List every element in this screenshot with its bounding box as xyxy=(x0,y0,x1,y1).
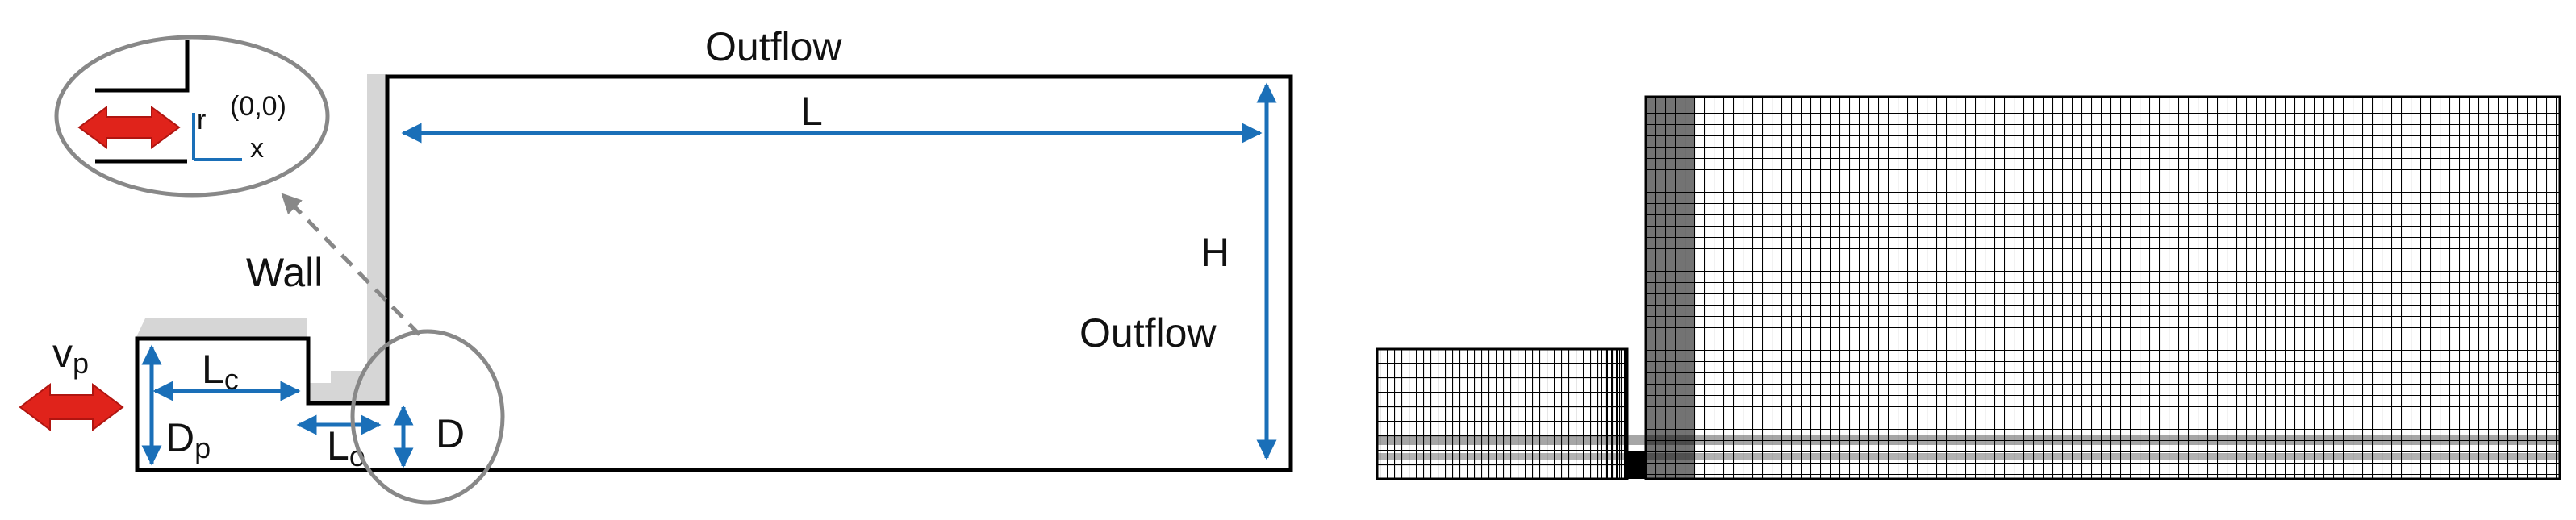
mesh-panel xyxy=(1376,95,2561,480)
outflow-right-label: Outflow xyxy=(1079,310,1217,356)
piston-velocity-arrow xyxy=(19,382,124,432)
H-label: H xyxy=(1200,230,1230,275)
schematic-panel: Outflow Outflow Wall L H Dp Lc Lo D xyxy=(19,24,1293,505)
outflow-top-label: Outflow xyxy=(705,24,842,69)
orifice-mesh-block xyxy=(1627,451,1647,479)
coordinate-inset: r x (0,0) xyxy=(54,35,330,198)
wall-label: Wall xyxy=(246,250,323,295)
outlet-highlight-ellipse xyxy=(350,329,505,505)
Lo-label: Lo xyxy=(327,423,365,472)
pipe-mesh-block xyxy=(1376,347,1629,480)
Lc-label: Lc xyxy=(202,347,239,396)
inset-r-label: r xyxy=(197,105,206,135)
inset-piston-arrow xyxy=(77,106,181,149)
axis-dense-band-2 xyxy=(1377,453,2560,460)
wall-shading xyxy=(136,74,387,403)
domain-mesh-block xyxy=(1644,95,2561,480)
inset-nozzle-wall xyxy=(95,40,190,93)
Dp-label: Dp xyxy=(165,415,211,464)
inset-x-label: x xyxy=(250,133,264,164)
domain-dense-band xyxy=(1646,97,1694,479)
L-label: L xyxy=(800,89,823,134)
inset-origin-label: (0,0) xyxy=(230,91,286,122)
vp-label: vp xyxy=(52,331,89,380)
inset-pointer-dashed xyxy=(281,193,421,336)
D-label: D xyxy=(436,411,465,456)
nozzle-refinement-lines xyxy=(1601,349,1626,479)
axis-dense-band xyxy=(1377,435,2560,445)
domain-outline xyxy=(135,74,1293,472)
